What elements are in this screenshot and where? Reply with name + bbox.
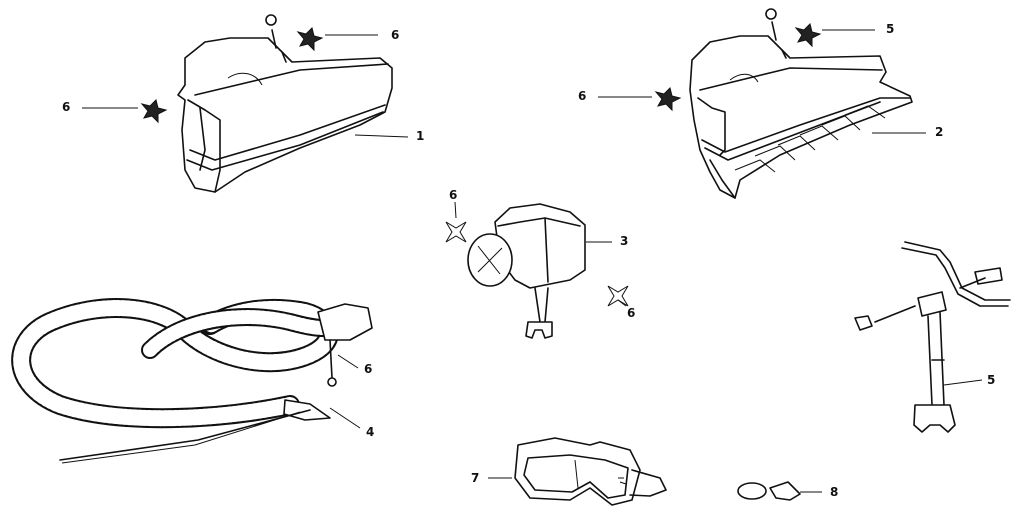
callout-4: 4: [366, 425, 374, 439]
callout-5-strap: 5: [987, 373, 995, 387]
callout-3: 3: [620, 234, 628, 248]
fastener-3: [794, 23, 875, 48]
callout-6-left: 6: [62, 100, 70, 114]
fastener-5: [445, 221, 467, 243]
hose: [11, 298, 373, 464]
shroud-left: [177, 14, 393, 193]
callout-8: 8: [830, 485, 838, 499]
fastener-1: [296, 27, 378, 52]
callout-6-top-left: 6: [391, 28, 399, 42]
callout-6-mid: 6: [578, 89, 586, 103]
callout-6-adapter-bottom: 6: [627, 306, 635, 320]
callout-6-adapter-top: 6: [449, 188, 457, 202]
callout-7: 7: [471, 471, 479, 485]
callout-2: 2: [935, 125, 943, 139]
callout-1: 1: [416, 129, 424, 143]
goggles: [514, 437, 667, 506]
shroud-right: [689, 8, 913, 199]
clip: [737, 481, 801, 501]
strap-bracket: [854, 241, 1011, 433]
callout-6-hose: 6: [364, 362, 372, 376]
fastener-6: [607, 285, 629, 307]
fastener-4: [598, 87, 682, 112]
adapter: [467, 203, 586, 339]
fastener-2: [82, 99, 168, 124]
callout-5-top-right: 5: [886, 22, 894, 36]
